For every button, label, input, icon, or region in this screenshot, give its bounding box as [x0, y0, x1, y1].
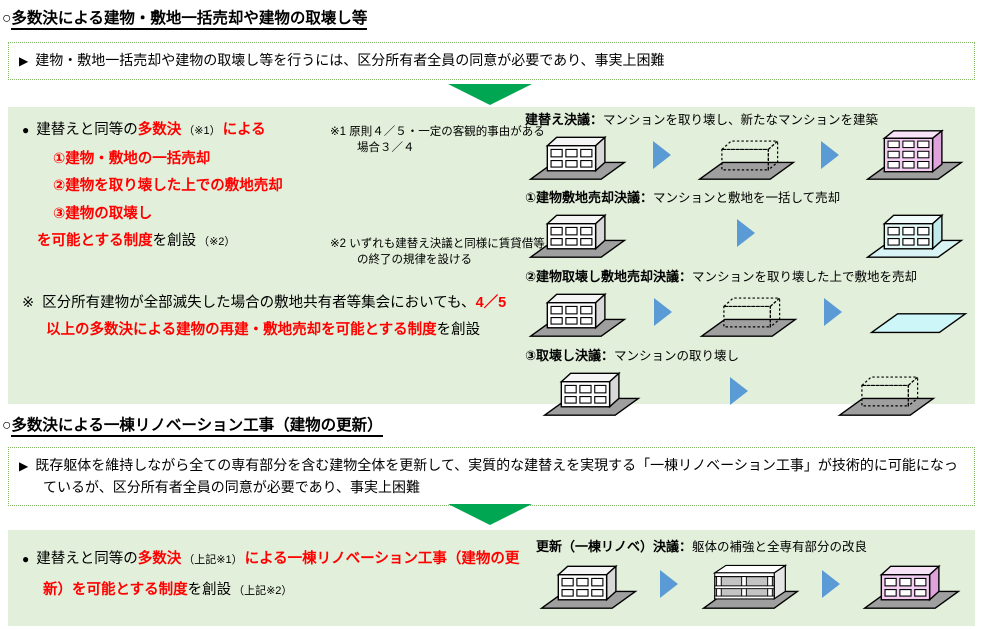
- section1-proposal: ● 建替えと同等の多数決（※1）による ①建物・敷地の一括売却 ②建物を取り壊した…: [22, 117, 342, 257]
- row2-desc: マンションと敷地を一括して売却: [653, 191, 841, 205]
- note1-ref: （※1）: [183, 125, 221, 137]
- row1-title: 建替え決議：: [525, 112, 604, 127]
- proposal2-lead-black: 建替えと同等の: [36, 551, 138, 567]
- proposal-item-1: ①建物・敷地の一括売却: [53, 150, 211, 167]
- proposal-lead-red2: による: [222, 122, 266, 138]
- flow-arrow-icon: [737, 219, 755, 247]
- diagram-row-demolish-sell-land: ②建物取壊し敷地売却決議：マンションを取り壊した上で敷地を売却: [525, 268, 971, 338]
- footnote-1: ※1 原則４／５・一定の客観的事由がある場合３／４: [330, 126, 545, 154]
- footnote-2: ※2 いずれも建替え決議と同様に賃貸借等の終了の規律を設ける: [330, 238, 545, 266]
- row1-desc: マンションを取り壊し、新たなマンションを建築: [603, 113, 879, 127]
- proposal-item-3: ③建物の取壊し: [53, 205, 153, 222]
- proposal2-tail-black: を創設: [187, 582, 232, 598]
- building-existing-icon: [539, 365, 644, 417]
- section1-problem-text: 建物・敷地一括売却や建物の取壊し等を行うには、区分所有者全員の同意が必要であり、…: [35, 52, 665, 68]
- section1-heading: ○多数決による建物・敷地一括売却や建物の取壊し等: [2, 6, 368, 30]
- section2-panel: ● 建替えと同等の多数決（上記※1）による一棟リノベーション工事（建物の更新）を可…: [8, 530, 975, 626]
- down-arrow-icon: [448, 84, 532, 105]
- building-sold-icon: [862, 207, 967, 259]
- row4-desc: マンションの取り壊し: [614, 349, 740, 363]
- building-new-icon: [862, 129, 967, 181]
- flow-arrow-icon: [660, 570, 679, 598]
- heading-circle-marker: ○: [2, 417, 12, 434]
- note-marker-icon: ※: [22, 295, 35, 311]
- proposal-lead-red: 多数決: [137, 122, 182, 138]
- renovation-row-title: 更新（一棟リノベ）決議：: [536, 539, 693, 554]
- building-existing-icon: [536, 558, 641, 610]
- land-sold-icon: [866, 286, 971, 338]
- building-existing-icon: [525, 207, 630, 259]
- row4-title: ③取壊し決議：: [525, 348, 615, 363]
- proposal2-lead-red: 多数決: [137, 551, 182, 567]
- supplement-black2: を創設: [436, 322, 481, 338]
- section1-supplement: ※ 区分所有建物が全部滅失した場合の敷地共有者等集会においても、4／5以上の多数決…: [22, 290, 516, 344]
- triangle-marker-icon: ▶: [19, 459, 29, 473]
- proposal-tail: を可能とする制度を創設（※2）: [22, 228, 342, 257]
- flow-arrow-icon: [821, 570, 840, 598]
- triangle-marker-icon: ▶: [19, 54, 29, 68]
- section1-diagram: 建替え決議：マンションを取り壊し、新たなマンションを建築 ①建物敷地売却決議：マ…: [525, 107, 971, 404]
- section1-problem-box: ▶ 建物・敷地一括売却や建物の取壊し等を行うには、区分所有者全員の同意が必要であり…: [8, 42, 975, 80]
- building-demolished-icon: [834, 365, 939, 417]
- building-existing-icon: [525, 129, 630, 181]
- proposal-item-2: ②建物を取り壊した上での敷地売却: [53, 178, 283, 194]
- building-demolished-icon: [696, 286, 801, 338]
- section2-heading-text: 多数決による一棟リノベーション工事（建物の更新）: [11, 417, 383, 437]
- flow-arrow-icon: [824, 298, 843, 326]
- diagram-row-sell-both: ①建物敷地売却決議：マンションと敷地を一括して売却: [525, 189, 971, 259]
- section2-heading: ○多数決による一棟リノベーション工事（建物の更新）: [2, 413, 383, 437]
- proposal-tail-red: を可能とする制度: [37, 233, 153, 249]
- flow-arrow-icon: [653, 298, 672, 326]
- building-existing-icon: [525, 286, 630, 338]
- proposal2-red-body: による一棟リノベーション工事（建物の更新）を可能とする制度: [43, 551, 520, 598]
- proposal-lead: ● 建替えと同等の多数決（※1）による: [22, 117, 342, 146]
- supplement-red: 4／5以上の多数決による建物の再建・敷地売却を可能とする制度: [46, 295, 507, 338]
- renovation-row-desc: 躯体の補強と全専有部分の改良: [692, 540, 868, 554]
- section1-heading-text: 多数決による建物・敷地一括売却や建物の取壊し等: [11, 10, 368, 30]
- building-renovated-icon: [859, 558, 964, 610]
- flow-arrow-icon: [652, 141, 671, 169]
- building-frame-icon: [698, 558, 803, 610]
- proposal-tail-black: を創設: [152, 233, 197, 249]
- row3-desc: マンションを取り壊した上で敷地を売却: [692, 270, 918, 284]
- building-demolished-icon: [694, 129, 799, 181]
- flow-arrow-icon: [821, 141, 840, 169]
- section2-diagram: 更新（一棟リノベ）決議：躯体の補強と全専有部分の改良: [536, 538, 970, 610]
- diagram-row-demolish: ③取壊し決議：マンションの取り壊し: [525, 347, 971, 417]
- section2-problem-text: 既存躯体を維持しながら全ての専有部分を含む建物全体を更新して、実質的な建替えを実…: [35, 457, 958, 495]
- heading-circle-marker: ○: [2, 10, 12, 27]
- flow-arrow-icon: [730, 377, 748, 405]
- note2-ref: （※2）: [198, 236, 236, 248]
- supplement-black1: 区分所有建物が全部滅失した場合の敷地共有者等集会においても、: [42, 295, 476, 311]
- down-arrow-icon: [448, 504, 532, 525]
- proposal-lead-black: 建替えと同等の: [36, 122, 138, 138]
- diagram-row-rebuild: 建替え決議：マンションを取り壊し、新たなマンションを建築: [525, 111, 971, 181]
- section1-panel: ● 建替えと同等の多数決（※1）による ①建物・敷地の一括売却 ②建物を取り壊した…: [8, 107, 975, 404]
- bullet-icon: ●: [22, 123, 30, 137]
- row2-title: ①建物敷地売却決議：: [525, 190, 654, 205]
- section2-problem-box: ▶ 既存躯体を維持しながら全ての専有部分を含む建物全体を更新して、実質的な建替えを…: [8, 447, 975, 506]
- section2-proposal: ● 建替えと同等の多数決（上記※1）による一棟リノベーション工事（建物の更新）を可…: [22, 544, 541, 606]
- bullet-icon: ●: [22, 552, 30, 566]
- row3-title: ②建物取壊し敷地売却決議：: [525, 269, 693, 284]
- note2-ref: （上記※2）: [233, 585, 293, 597]
- note1-ref: （上記※1）: [183, 554, 243, 566]
